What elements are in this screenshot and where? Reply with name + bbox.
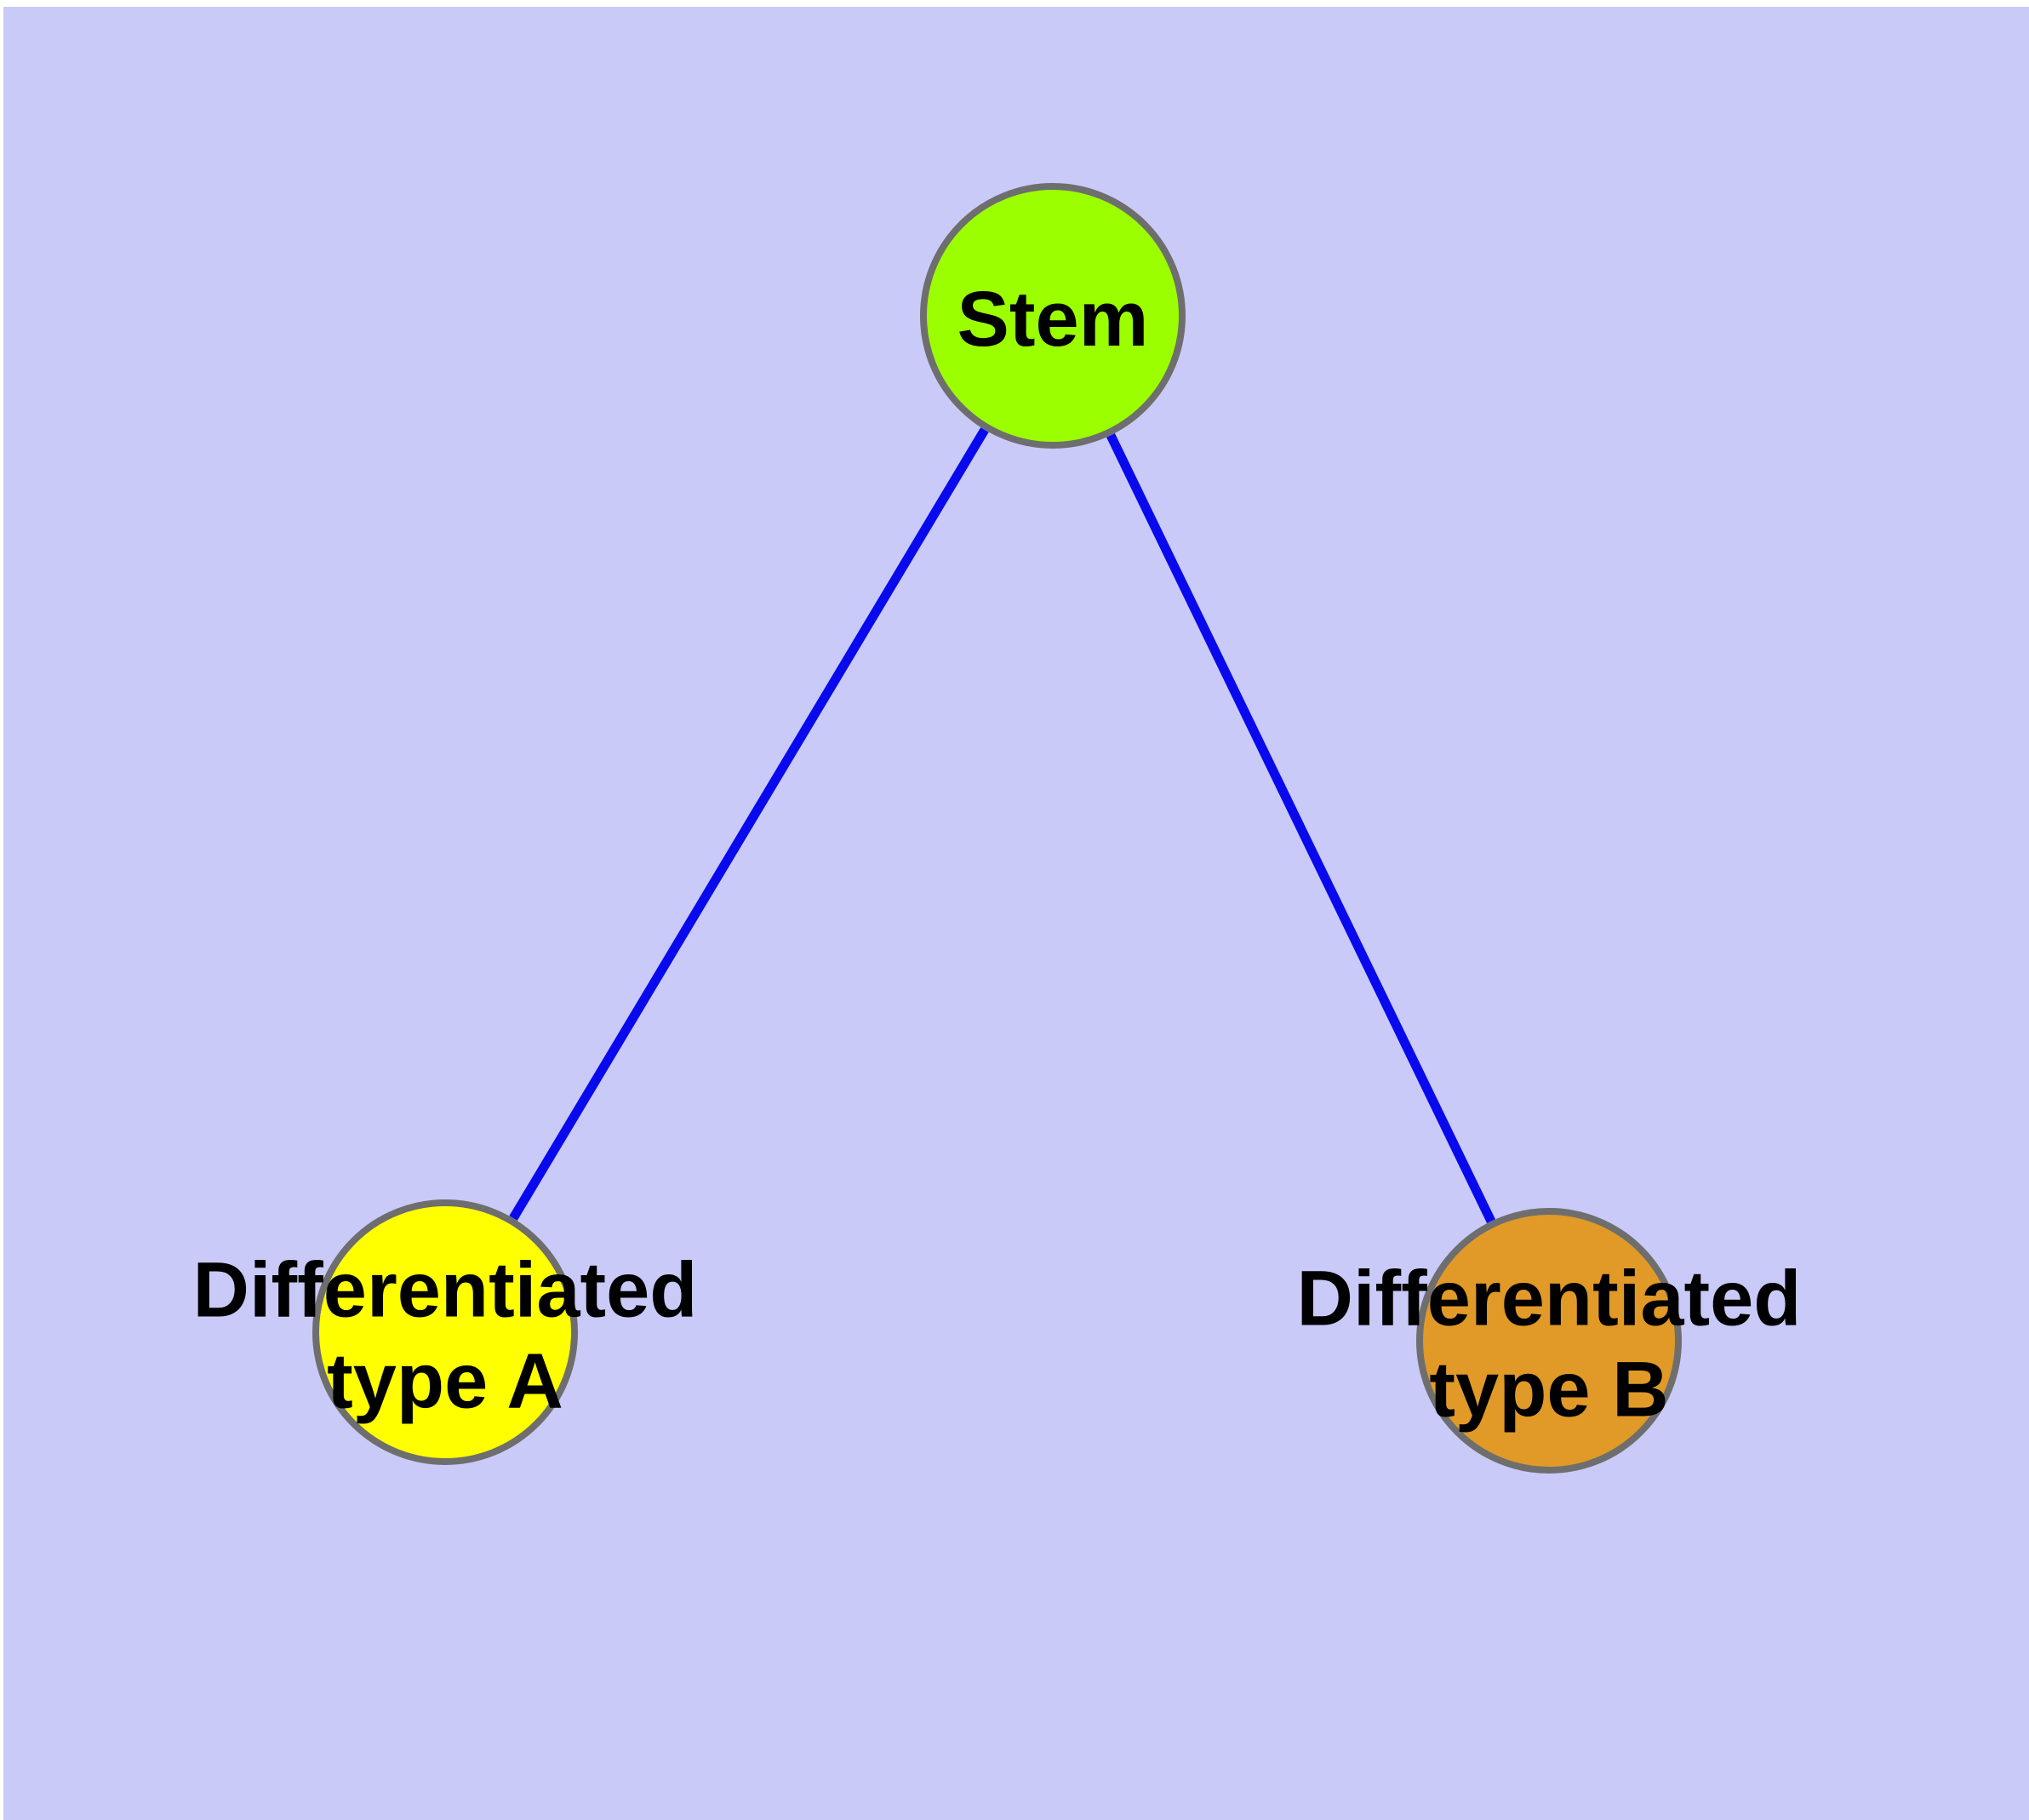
node-label-line: type A (327, 1338, 563, 1425)
node-circle-stem (920, 183, 1186, 449)
node-label-line: Stem (957, 276, 1149, 363)
node-label-line: type B (1429, 1347, 1668, 1434)
edge-stem-diff-type-a (509, 427, 989, 1221)
node-circle-diff-type-a (312, 1199, 578, 1465)
node-label-stem: Stem (957, 276, 1149, 363)
node-stem: Stem (920, 183, 1186, 449)
node-label-line: Differentiated (1297, 1256, 1802, 1342)
edge-stem-diff-type-b (1106, 433, 1495, 1223)
node-label-line: Differentiated (193, 1247, 698, 1334)
node-circle-diff-type-b (1416, 1208, 1682, 1474)
